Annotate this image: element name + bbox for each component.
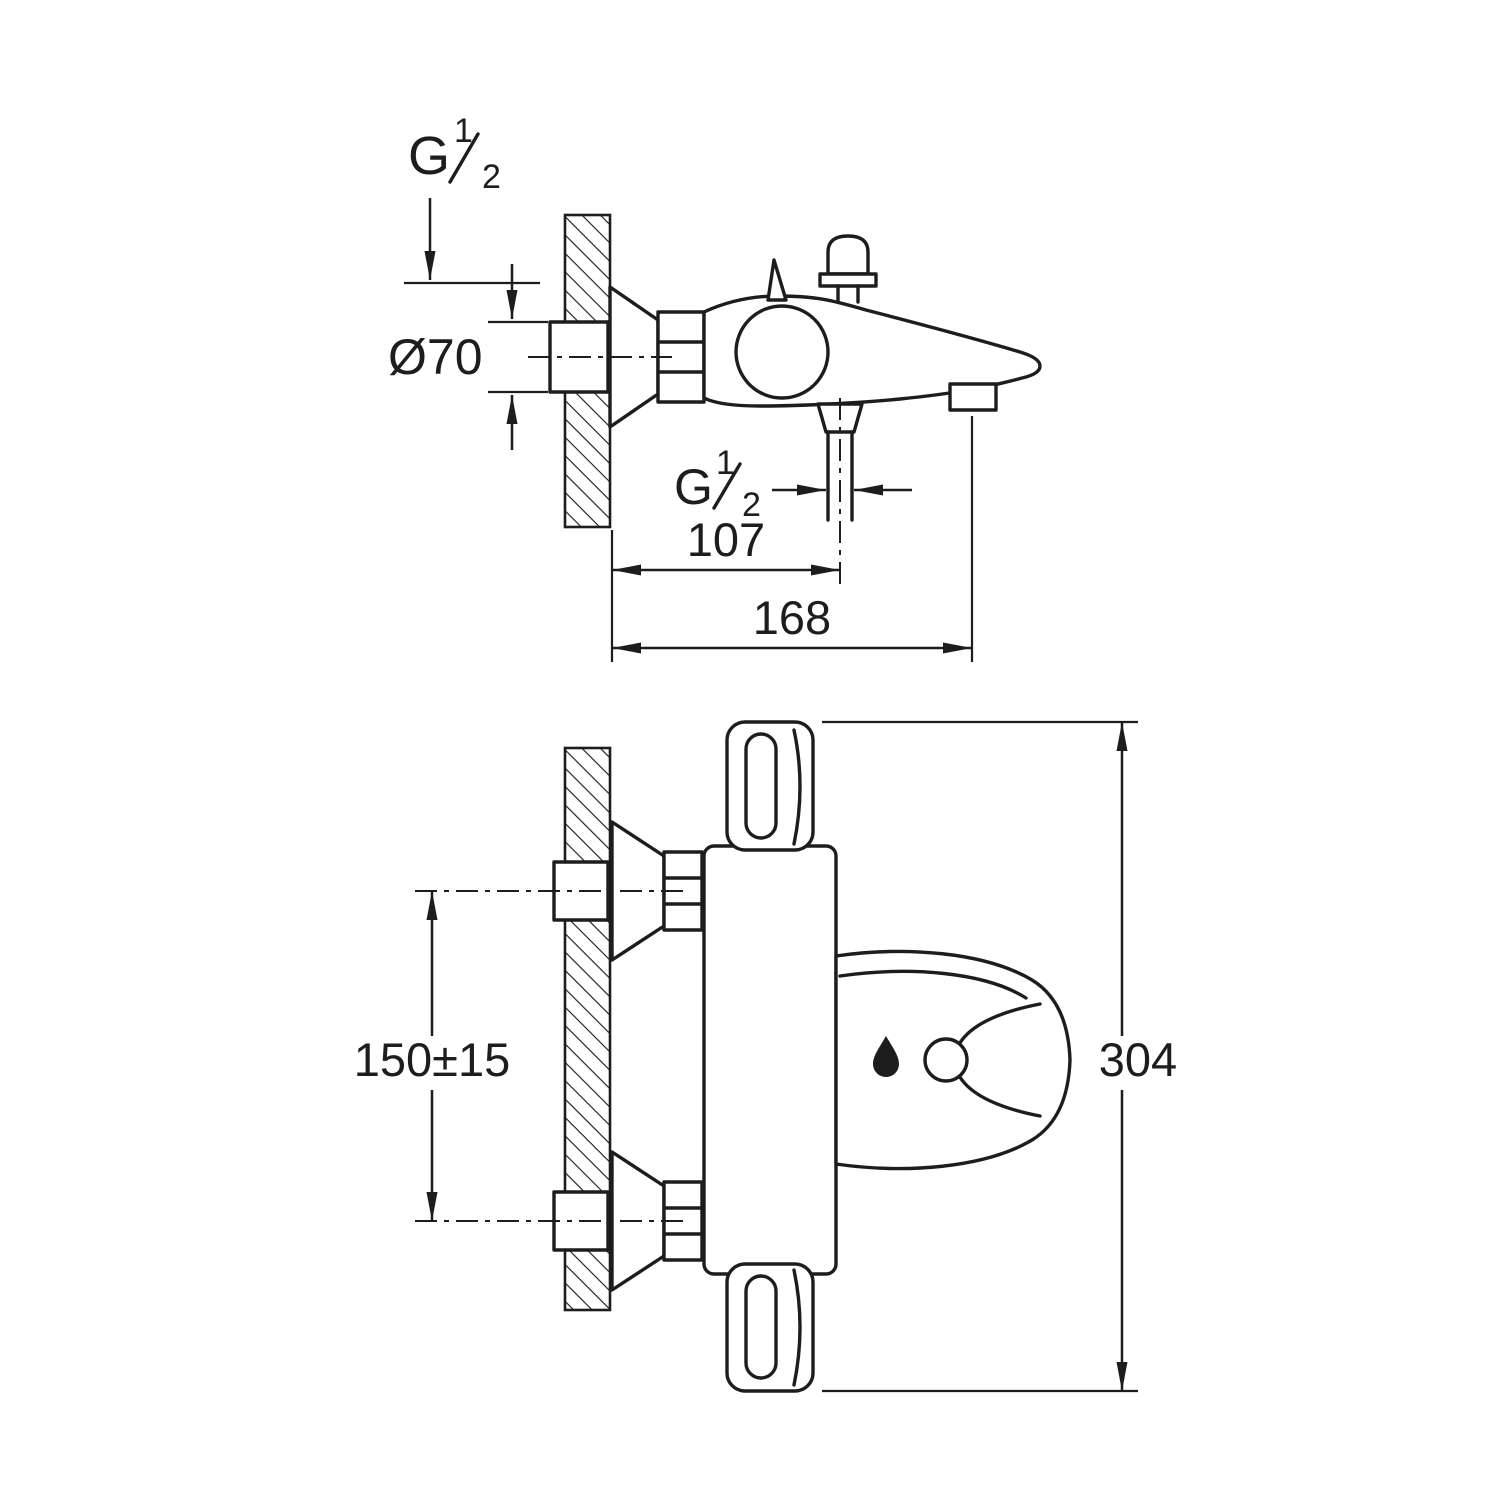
inlet-thread-numerator: 1 — [454, 112, 473, 150]
control-knob-side — [734, 304, 830, 400]
flow-handle — [725, 1262, 815, 1393]
mixer-body-front — [702, 720, 1072, 1393]
temperature-lever — [766, 258, 788, 302]
fraction-slash — [712, 462, 742, 510]
dim-label-304: 304 — [1099, 1033, 1177, 1086]
handle-grip — [744, 1274, 778, 1380]
handle-grip — [744, 732, 778, 840]
dim-label-168: 168 — [753, 591, 831, 644]
fraction-slash — [448, 132, 480, 184]
dimension-hose-thread: G 1 2 — [674, 444, 912, 524]
temperature-handle — [725, 720, 815, 852]
dimension-304: 304 — [822, 720, 1177, 1393]
hose-thread-denominator: 2 — [742, 486, 761, 524]
shower-icon — [873, 1036, 899, 1077]
diameter-label: Ø70 — [388, 329, 483, 385]
centerlines-front — [415, 890, 688, 1222]
dim-label-107: 107 — [687, 513, 765, 566]
handle-ridge — [792, 1268, 802, 1387]
handle-outline — [725, 720, 815, 852]
diverter-button — [923, 1037, 969, 1083]
inlet-thread-label: G — [408, 126, 450, 186]
mixer-body-side — [702, 234, 1042, 522]
handle-outline — [725, 1262, 815, 1393]
spout-aerator — [948, 382, 998, 412]
hose-thread-label: G — [674, 459, 713, 515]
escutcheon-side — [608, 285, 706, 429]
side-view: G 1 2 Ø70 G 1 2 107 — [388, 112, 1042, 662]
dimension-107: 107 — [610, 513, 840, 662]
inlet-bottom — [552, 1150, 704, 1292]
dimension-escutcheon-diameter: Ø70 — [388, 264, 548, 450]
hose-thread-numerator: 1 — [716, 444, 735, 482]
dimension-150: 150±15 — [354, 891, 511, 1221]
inlet-thread-denominator: 2 — [482, 158, 501, 196]
diverter-flange — [818, 272, 878, 288]
diverter-knob — [826, 234, 870, 276]
centerlines-side — [528, 356, 841, 588]
dimension-inlet-thread: G 1 2 — [404, 112, 540, 285]
handle-ridge — [792, 728, 802, 846]
body-column — [702, 844, 838, 1276]
front-view: 150±15 304 — [354, 720, 1177, 1393]
dim-label-150: 150±15 — [354, 1033, 511, 1086]
dimension-168: 168 — [612, 416, 974, 662]
spout-edge-line — [838, 969, 1028, 1000]
